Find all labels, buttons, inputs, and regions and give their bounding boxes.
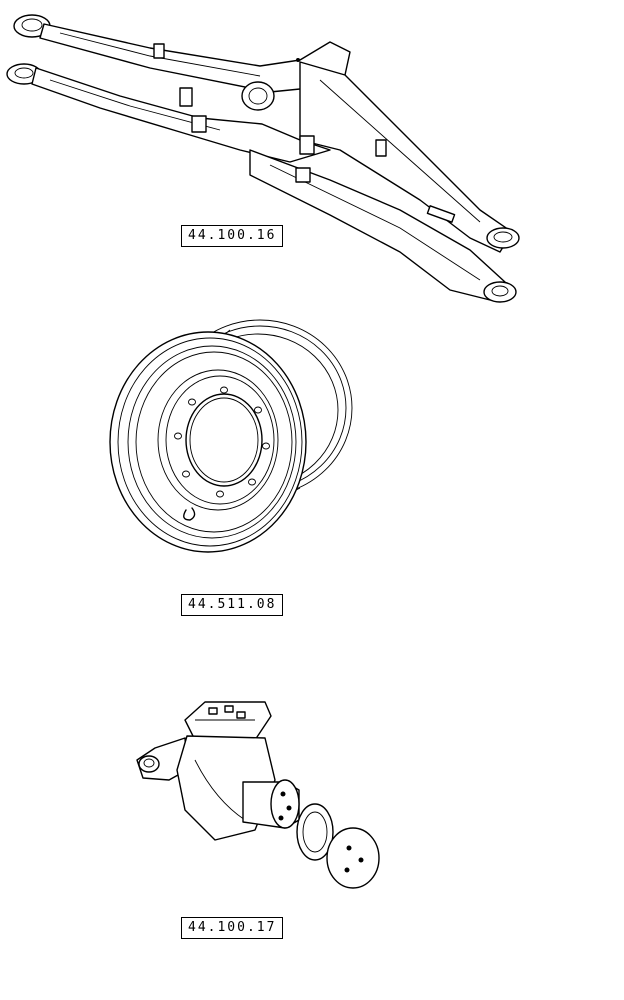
part-ref-wheel-rim[interactable]: 44.511.08 — [181, 594, 284, 616]
wheel-rim-drawing — [109, 319, 353, 553]
part-ref-axle-beam[interactable]: 44.100.16 — [181, 225, 284, 247]
steering-knuckle-drawing — [136, 701, 380, 889]
part-ref-steering-knuckle[interactable]: 44.100.17 — [181, 917, 284, 939]
axle-beam-drawing — [6, 14, 520, 303]
